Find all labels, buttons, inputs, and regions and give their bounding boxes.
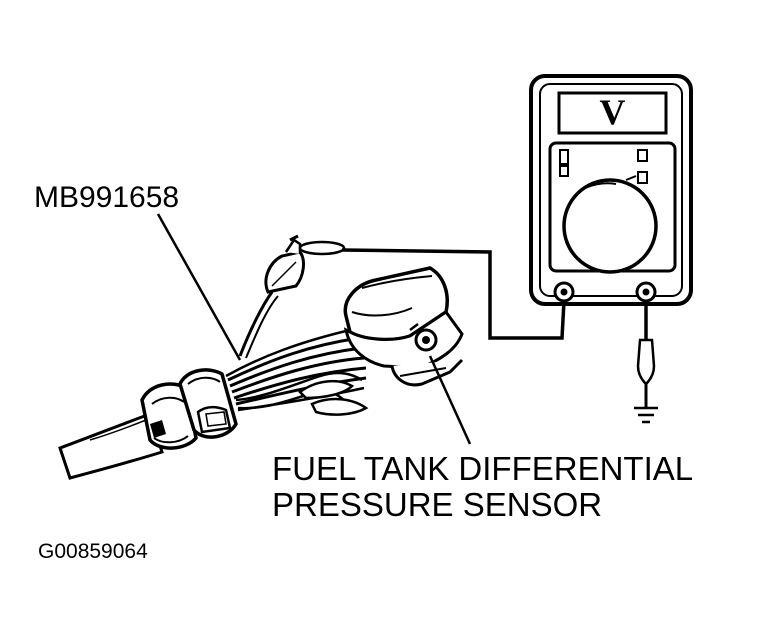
harness-cable — [58, 412, 164, 480]
voltage-symbol: V — [600, 93, 626, 132]
figure-id: G00859064 — [38, 540, 148, 563]
probe-lead — [238, 291, 279, 359]
meter-negative-lead — [636, 301, 656, 408]
test-harness-wires — [225, 328, 367, 412]
harness-connector-outer — [140, 382, 198, 450]
pressure-sensor — [343, 266, 464, 387]
sensor-label-line-2: PRESSURE SENSOR — [272, 486, 603, 523]
tool-label: MB991658 — [34, 181, 180, 214]
voltmeter — [529, 74, 693, 306]
sensor-label-line-1: FUEL TANK DIFFERENTIAL — [272, 450, 694, 487]
probe-clip — [264, 234, 346, 294]
wire-end-lugs — [298, 379, 369, 416]
ground-icon — [634, 406, 658, 424]
harness-connector-inner — [178, 368, 238, 439]
meter-positive-lead — [341, 248, 566, 340]
tool-leader-line — [156, 213, 242, 361]
sensor-leader-line — [428, 355, 472, 445]
meter-display: V — [600, 93, 626, 132]
